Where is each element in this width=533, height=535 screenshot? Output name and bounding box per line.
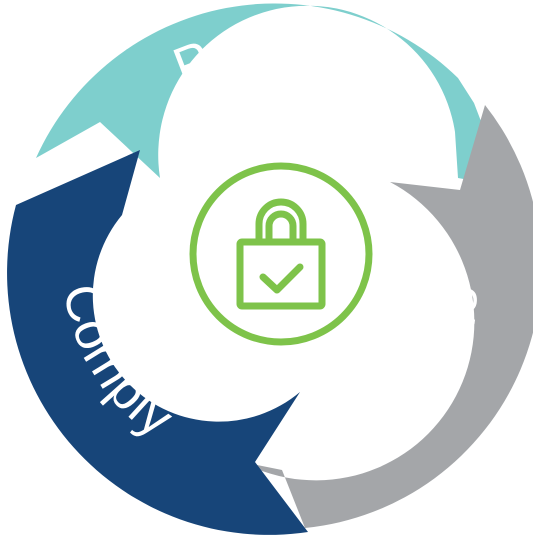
comply-segment bbox=[7, 150, 309, 535]
padlock-check-icon bbox=[189, 162, 373, 346]
protect-segment bbox=[36, 3, 492, 182]
enable-segment bbox=[242, 105, 533, 528]
